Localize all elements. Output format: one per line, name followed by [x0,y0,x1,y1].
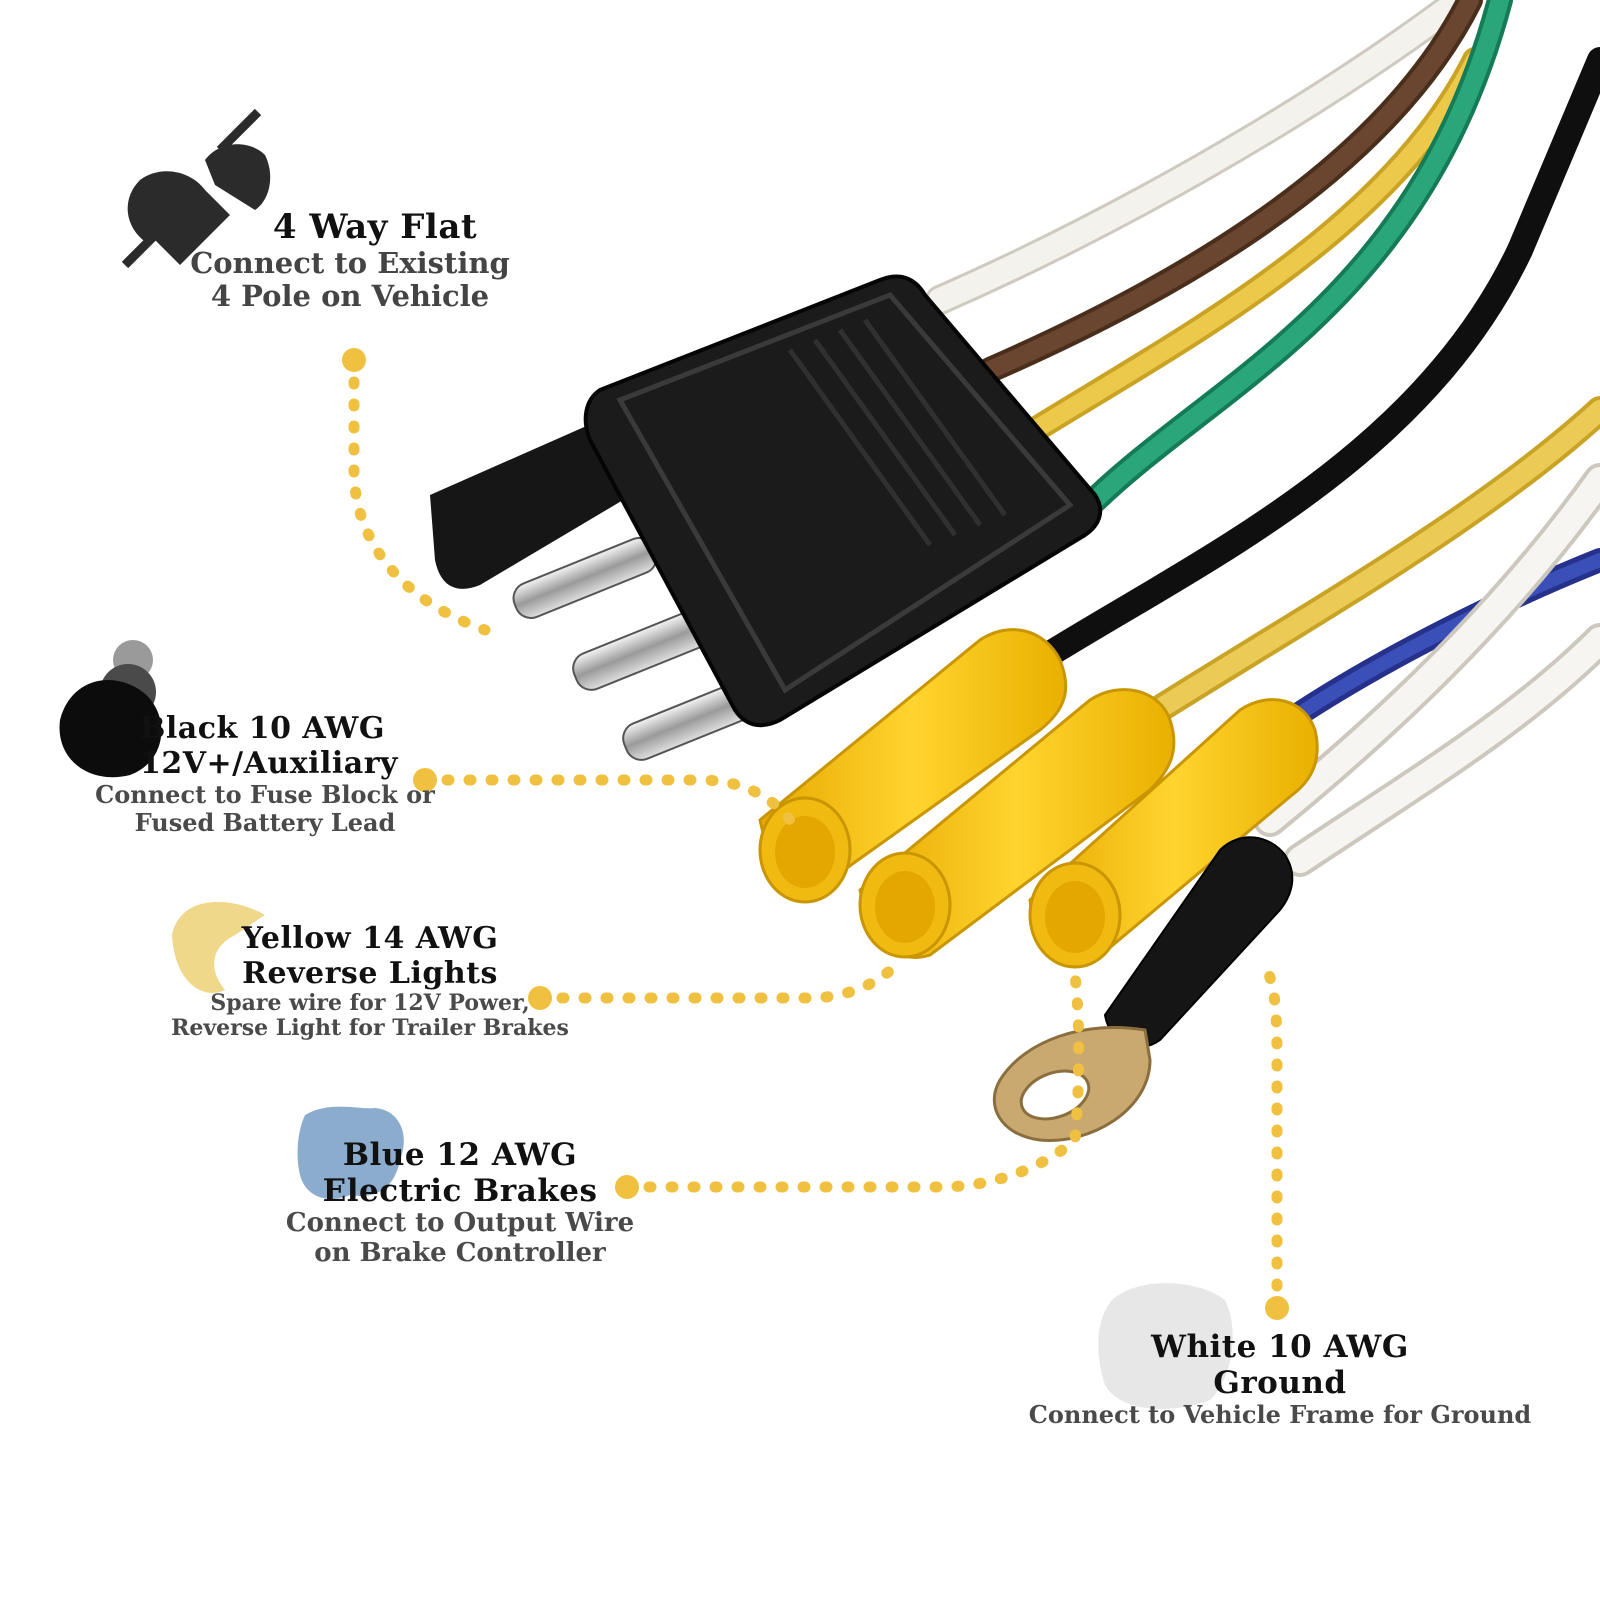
wire-white-upper-fill [928,0,1472,312]
ring-terminal [992,836,1294,1142]
leader-endpoints [342,348,1289,1320]
four-way-flat-connector [430,274,1103,761]
label-yellow-sub1: Spare wire for 12V Power, [210,990,530,1016]
leader-white [1259,959,1283,1314]
leader-blue [621,969,1085,1193]
leader-yellow [534,954,906,1004]
label-blue-sub2: on Brake Controller [314,1238,606,1269]
dot-white [1265,1296,1289,1320]
terminal-2 [858,688,1176,959]
blue-blob-icon [297,1106,404,1199]
white-blob-icon [1098,1283,1233,1409]
label-blue-sub1: Connect to Output Wire [285,1208,635,1239]
wire-brown-fill [981,0,1479,379]
label-white-wire: White 10 AWG Ground Connect to Vehicle F… [1020,1329,1540,1430]
wire-blue-fill [1283,553,1600,727]
wire-white-lower-a-fill [1257,467,1600,833]
label-yellow-title1: Yellow 14 AWG [241,921,499,956]
label-white-title1: White 10 AWG [1151,1329,1409,1365]
leader-lines [348,354,1283,1314]
leader-black [419,774,796,826]
label-4-way-flat-sub1: Connect to Existing [190,246,510,281]
ring-hole [1019,1069,1091,1121]
dot-black [413,768,437,792]
yellow-blob-icon [172,901,265,993]
label-black-sub2: Fused Battery Lead [134,807,396,837]
label-black-sub1: Connect to Fuse Block or [95,780,435,809]
label-white-title2: Ground [1213,1364,1347,1401]
dot-yellow [528,986,552,1010]
label-4-way-flat-title: 4 Way Flat [272,207,478,247]
terminal-3 [1028,698,1319,969]
label-yellow-sub2: Reverse Light for Trailer Brakes [171,1015,569,1042]
label-black-wire: Black 10 AWG 12V+/Auxiliary Connect to F… [70,711,460,837]
wire-green-fill [1086,0,1509,509]
label-4-way-flat-sub2: 4 Pole on Vehicle [210,279,490,314]
butt-terminals [758,628,1319,969]
terminal-1 [758,628,1068,904]
label-black-title2: 12V+/Auxiliary [140,745,398,781]
dot-blue [615,1175,639,1199]
connector-pins [512,537,768,761]
label-white-sub1: Connect to Vehicle Frame for Ground [1028,1400,1532,1430]
connector-ridge [616,292,1074,694]
flat-connector-wires [925,0,1513,513]
wire-yellow-lower-fill [1140,400,1600,725]
black-blob-icon [59,640,162,778]
label-yellow-title2: Reverse Lights [242,955,498,991]
label-blue-title2: Electric Brakes [322,1172,598,1209]
wire-black [1027,47,1600,673]
plug-icon [121,108,271,269]
connector-grip [787,318,1008,547]
label-4-way-flat: 4 Way Flat Connect to Existing 4 Pole on… [170,207,530,314]
label-blue-title1: Blue 12 AWG [342,1137,578,1173]
terminal-wires [1027,47,1600,877]
label-yellow-wire: Yellow 14 AWG Reverse Lights Spare wire … [150,921,590,1042]
label-blue-wire: Blue 12 AWG Electric Brakes Connect to O… [270,1137,650,1269]
dot-4way [342,348,366,372]
wire-white-lower-b-fill [1287,627,1600,873]
wire-yellow-upper-fill [1026,51,1484,439]
label-black-title1: Black 10 AWG [140,711,385,746]
connector-tab [430,420,640,589]
